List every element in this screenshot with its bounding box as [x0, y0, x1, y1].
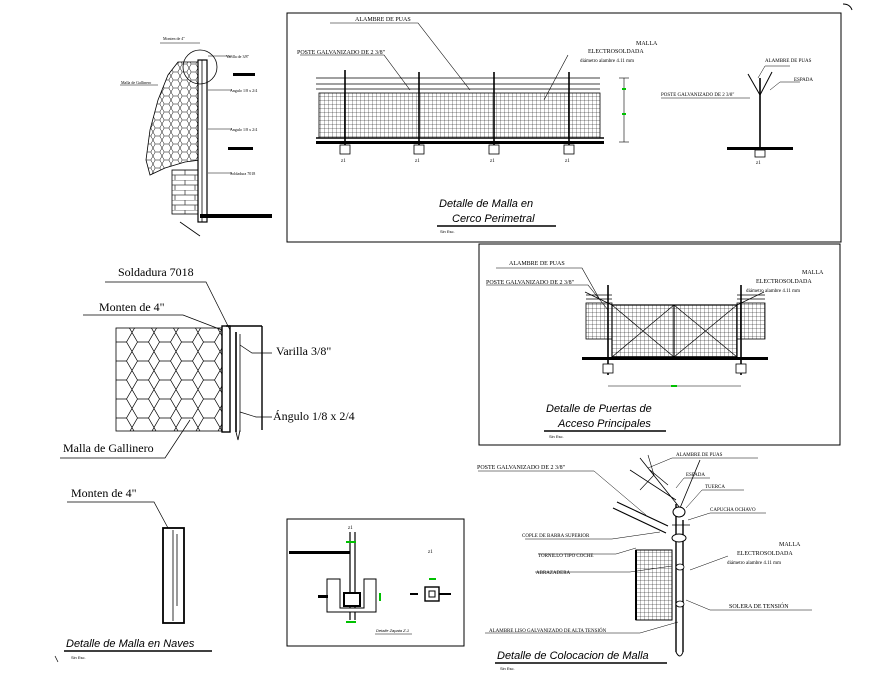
- placement-mesh: [635, 549, 673, 621]
- placement-label-tension: SOLERA DE TENSIÓN: [729, 602, 789, 610]
- perimeter-label-post: POSTE GALVANIZADO DE 2 3/8": [297, 50, 386, 56]
- detail-chicken-wire: Soldadura 7018 Monten de 4" Varilla 3/8"…: [60, 265, 355, 459]
- gate-label-wire: diámetro alambre 4.11 mm: [746, 289, 800, 294]
- dimension-tick-green: [346, 621, 356, 623]
- gate-scale: Sin Esc.: [549, 434, 564, 439]
- chicken-label-rod: Varilla 3/8": [276, 344, 331, 358]
- placement-label-cap: CAPUCHA OCHAVO: [710, 508, 756, 513]
- dimension-tick-green: [622, 113, 626, 115]
- perimeter-scale: Sin Esc.: [440, 229, 455, 234]
- post-tag: z1: [490, 159, 495, 164]
- monten-profile: [162, 527, 185, 624]
- wall-label-angle-2: Angulo 1/8 x 2/4: [230, 127, 257, 132]
- side-post-tag: z1: [756, 161, 761, 166]
- gate-label-post: POSTE GALVANIZADO DE 2 3/8": [486, 280, 575, 286]
- gate-label-barbed: ALAMBRE DE PUAS: [509, 261, 565, 267]
- sword-arm: [629, 457, 701, 509]
- footing-caption: Detalle Zapata Z-1: [376, 628, 409, 633]
- chicken-label-weld: Soldadura 7018: [118, 265, 194, 279]
- perimeter-label-mesh: MALLA: [636, 41, 658, 47]
- placement-label-mesh: MALLA: [779, 542, 801, 548]
- placement-label-screw: TORNILLO TIPO COCHE: [538, 554, 593, 559]
- placement-label-barbed: ALAMBRE DE PUAS: [676, 453, 723, 458]
- gate-label-mesh-type: ELECTROSOLDADA: [756, 279, 812, 285]
- detail-gate: ALAMBRE DE PUAS POSTE GALVANIZADO DE 2 3…: [478, 243, 841, 446]
- gate-footing: [602, 363, 614, 374]
- post-tag: z1: [565, 159, 570, 164]
- perimeter-label-barbed: ALAMBRE DE PUAS: [355, 17, 411, 23]
- brick-wall: [171, 169, 203, 215]
- chicken-wire-mass: [145, 61, 203, 176]
- placement-label-mesh-type: ELECTROSOLDADA: [737, 551, 793, 557]
- placement-label-nut: TUERCA: [705, 485, 725, 490]
- footing: [563, 144, 575, 155]
- monten-section: [221, 325, 231, 433]
- angle-marker-1: [228, 147, 253, 150]
- side-label-sword: ESPADA: [794, 78, 813, 83]
- wall-label-mesh: Malla de Gallinero: [121, 80, 151, 85]
- monten-post: [197, 59, 208, 223]
- detail-perimeter-fence: z1 z1 z1 z1 ALAMBRE DE PUAS POSTE GALVAN…: [286, 12, 842, 243]
- dimension-tick-green: [379, 593, 381, 601]
- perimeter-label-mesh-type: ELECTROSOLDADA: [588, 49, 644, 55]
- dimension-tick-green: [346, 541, 356, 543]
- post-tag: z1: [415, 159, 420, 164]
- perimeter-side-view: z1 ALAMBRE DE PUAS ESPADA POSTE GALVANIZ…: [661, 59, 813, 166]
- placement-label-coupling: COPLE DE BARRA SUPERIOR: [522, 534, 590, 539]
- detail-wall-section: Monten de 4" Varilla de 3/8" Malla de Ga…: [120, 36, 272, 237]
- footing: [488, 144, 500, 155]
- side-label-post: POSTE GALVANIZADO DE 2 3/8": [661, 93, 734, 98]
- placement-label-sword: ESPADA: [686, 473, 705, 478]
- wall-label-angle-1: Angulo 1/8 x 2/4: [230, 88, 257, 93]
- hex-mesh-panel: [115, 327, 223, 432]
- gate-label-mesh: MALLA: [802, 270, 824, 276]
- detail-callout-circle: [182, 49, 218, 85]
- side-label-barbed: ALAMBRE DE PUAS: [765, 59, 812, 64]
- detail-footing: z1 z1 Detalle Zapata Z-1: [286, 518, 465, 647]
- detail-naves: Monten de 4" Detalle de Malla en Naves S…: [54, 486, 212, 663]
- placement-title: Detalle de Colocacion de Malla: [497, 650, 649, 662]
- perimeter-frame: [286, 12, 842, 243]
- perimeter-mesh: [318, 92, 601, 139]
- wall-label-rod: Varilla de 3/8": [226, 54, 250, 59]
- top-rail: [612, 501, 669, 534]
- chicken-label-angle: Ángulo 1/8 x 2/4: [273, 409, 355, 423]
- perimeter-title-line2: Cerco Perimetral: [452, 213, 535, 225]
- rod-marker: [233, 73, 255, 76]
- naves-title: Detalle de Malla en Naves: [66, 638, 195, 650]
- wall-label-top: Monten de 4": [163, 36, 185, 41]
- footing-tag-1: z1: [348, 526, 353, 531]
- perimeter-title-line1: Detalle de Malla en: [439, 198, 533, 210]
- perimeter-label-wire: diámetro alambre 4.11 mm: [580, 59, 634, 64]
- dimension-tick-green: [429, 578, 436, 580]
- dimension-tick-green: [622, 88, 626, 90]
- footing-section: [326, 578, 377, 613]
- base-plate: [200, 214, 272, 218]
- gate-title-line2: Acceso Principales: [557, 418, 651, 430]
- placement-label-post: POSTE GALVANIZADO DE 2 3/8": [477, 465, 566, 471]
- footing: [413, 144, 425, 155]
- detail-mesh-placement: POSTE GALVANIZADO DE 2 3/8" ALAMBRE DE P…: [477, 453, 812, 671]
- footing-tag-2: z1: [428, 550, 433, 555]
- naves-label-monten: Monten de 4": [71, 486, 137, 500]
- naves-scale: Sin Esc.: [71, 655, 86, 660]
- footing: [339, 144, 351, 155]
- footing-frame: [286, 518, 465, 647]
- dimension-tick-green: [671, 385, 677, 387]
- chicken-label-mesh: Malla de Gallinero: [63, 441, 154, 455]
- placement-label-clamp: ABRAZADERA: [536, 571, 571, 576]
- placement-label-plain-wire: ALAMBRE LISO GALVANIZADO DE ALTA TENSIÓN: [489, 628, 607, 634]
- placement-label-wire: diámetro alambre 4.11 mm: [727, 561, 781, 566]
- gate-footing: [735, 363, 747, 374]
- sheet-corner-mark: [842, 3, 853, 11]
- gate-title-line1: Detalle de Puertas de: [546, 403, 652, 415]
- placement-scale: Sin Esc.: [500, 666, 515, 671]
- wall-label-weld: Soldadura 7018: [230, 171, 255, 176]
- chicken-label-monten: Monten de 4": [99, 300, 165, 314]
- gate-frame: [478, 243, 841, 446]
- post-tag: z1: [341, 159, 346, 164]
